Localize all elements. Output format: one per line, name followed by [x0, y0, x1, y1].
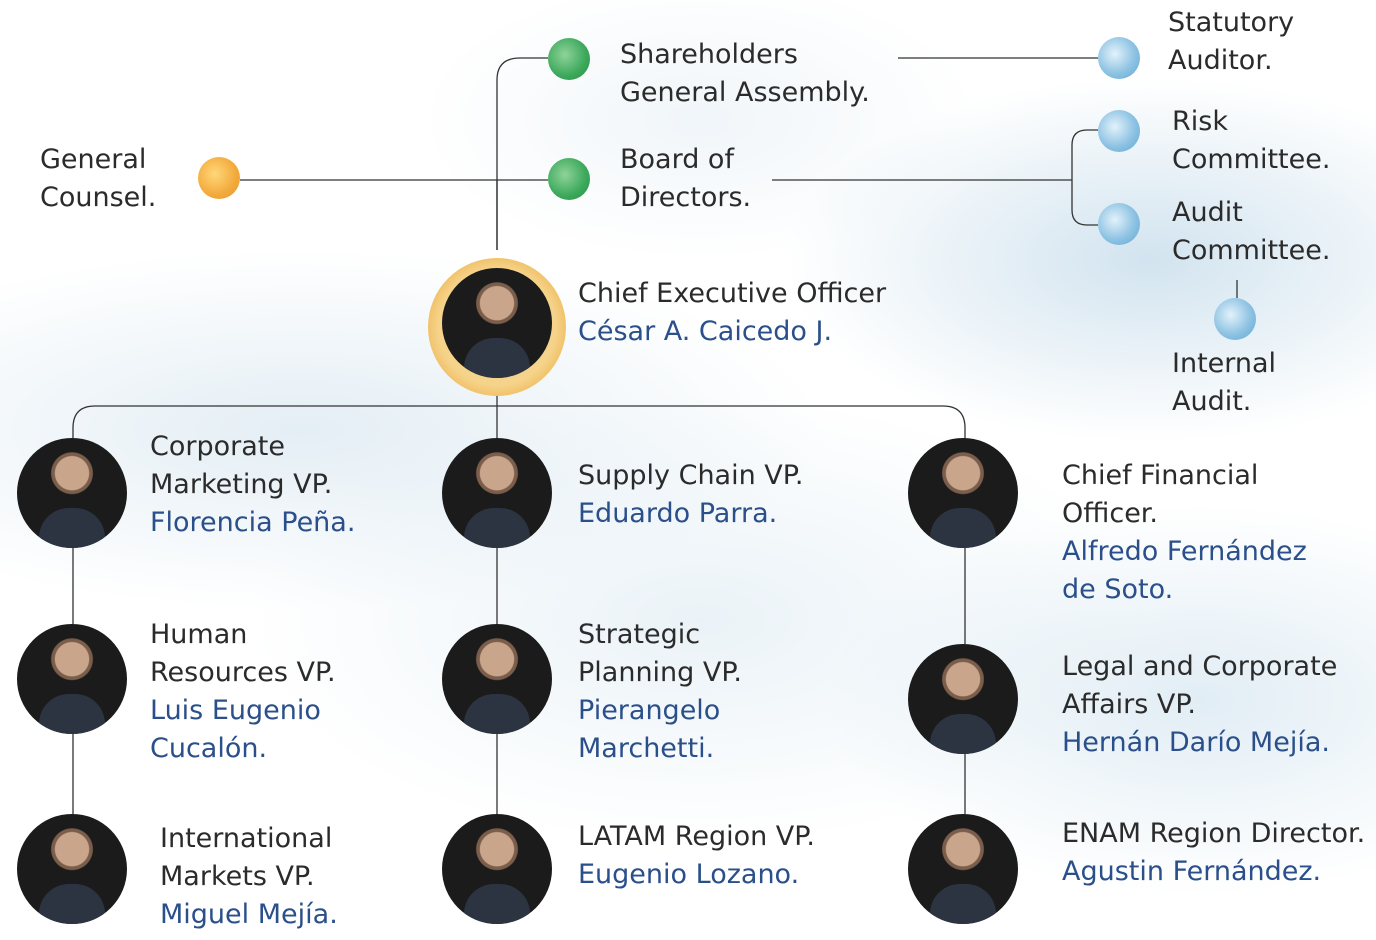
line-board-committees: [772, 129, 1098, 226]
exec-enam: ENAM Region Director. Agustin Fernández.: [1062, 818, 1366, 887]
line-board-counsel: [240, 179, 548, 250]
ceo-title: Chief Executive Officer: [578, 278, 887, 309]
ceo-label: Chief Executive Officer César A. Caicedo…: [578, 275, 886, 351]
risk-committee-dot: [1098, 110, 1140, 152]
exec-photo-strategic-planning: [442, 624, 552, 734]
shareholders-dot: [548, 38, 590, 80]
exec-photo-supply-chain: [442, 438, 552, 548]
exec-photo-enam: [908, 814, 1018, 924]
exec-photo-marketing: [17, 438, 127, 548]
ceo-photo: [442, 268, 552, 378]
internal-audit-dot: [1214, 298, 1256, 340]
exec-supply-chain: Supply Chain VP. Eduardo Parra.: [578, 460, 804, 529]
exec-photo-legal: [908, 644, 1018, 754]
general-counsel-dot: [198, 157, 240, 199]
exec-photo-hr: [17, 624, 127, 734]
ceo-name: César A. Caicedo J.: [578, 316, 833, 347]
line-exec-bar: [72, 405, 966, 440]
exec-photo-cfo: [908, 438, 1018, 548]
exec-latam: LATAM Region VP. Eugenio Lozano.: [578, 821, 815, 890]
board-dot: [548, 158, 590, 200]
line-trunk-shareholders: [496, 57, 548, 250]
exec-photo-international: [17, 814, 127, 924]
exec-photo-latam: [442, 814, 552, 924]
statutory-auditor-dot: [1098, 37, 1140, 79]
audit-committee-dot: [1098, 203, 1140, 245]
